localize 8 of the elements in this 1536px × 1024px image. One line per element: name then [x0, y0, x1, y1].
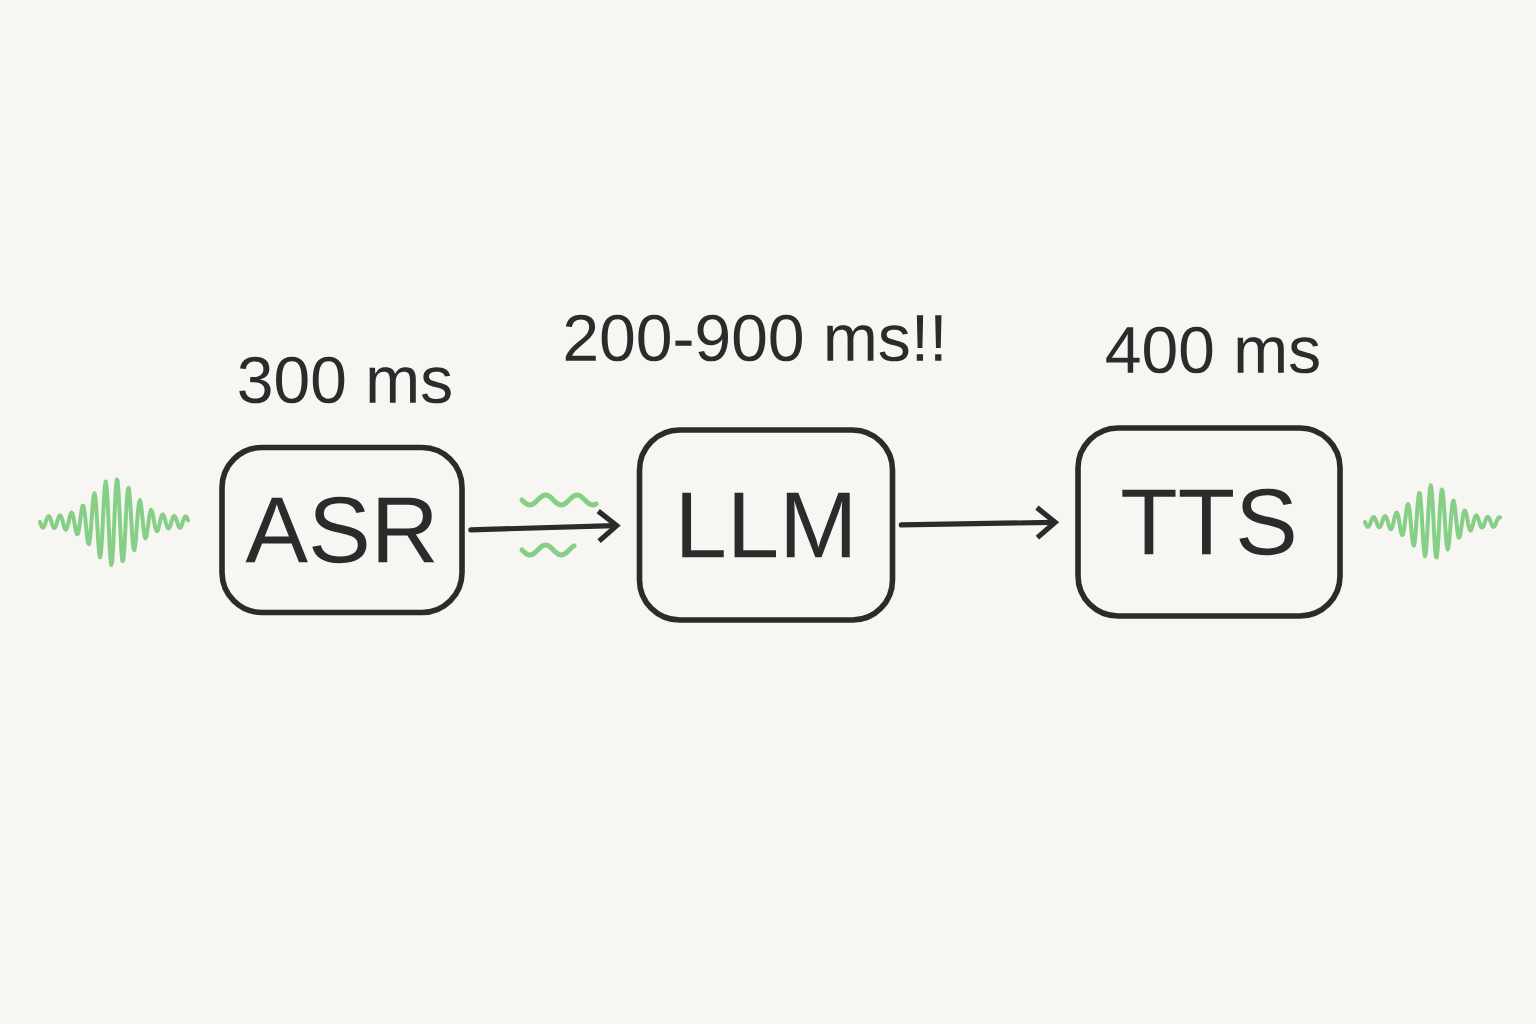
process-box: ASR [219, 444, 465, 616]
duration-label: 200-900 ms!! [565, 314, 942, 362]
arrow [898, 505, 1060, 540]
duration-label: 400 ms [1106, 326, 1319, 374]
duration-label: 300 ms [239, 356, 451, 404]
process-box: TTS [1075, 425, 1343, 619]
process-box: LLM [636, 427, 896, 623]
arrow [468, 509, 621, 544]
